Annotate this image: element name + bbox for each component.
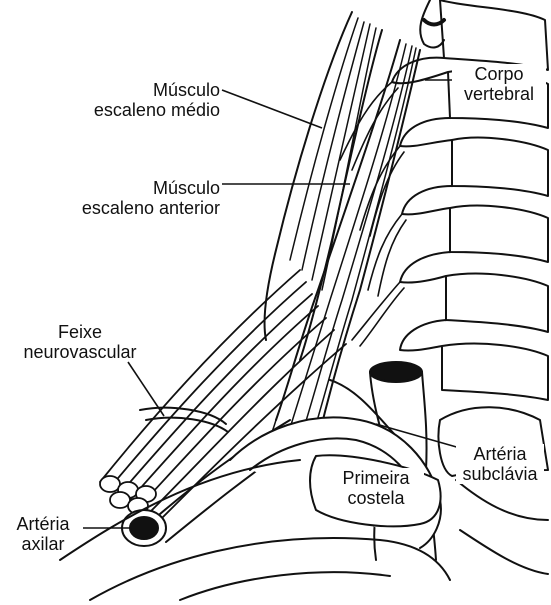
- label-line: axilar: [6, 534, 80, 554]
- label-line: subclávia: [458, 464, 542, 484]
- label-line: Primeira: [330, 468, 422, 488]
- label-primeira-costela: Primeira costela: [328, 468, 424, 508]
- label-arteria-axilar: Artéria axilar: [6, 514, 80, 554]
- label-corpo-vertebral: Corpo vertebral: [452, 64, 546, 104]
- label-line: vertebral: [454, 84, 544, 104]
- label-line: Músculo: [40, 178, 220, 198]
- label-arteria-subclavia: Artéria subclávia: [456, 444, 544, 484]
- label-line: Feixe: [10, 322, 150, 342]
- label-line: escaleno médio: [60, 100, 220, 120]
- label-line: costela: [330, 488, 422, 508]
- leader-feixe-neurovascular: [128, 362, 164, 416]
- anterior-scalene-muscle: [258, 40, 420, 460]
- label-musculo-escaleno-anterior: Músculo escaleno anterior: [40, 178, 220, 218]
- label-line: Artéria: [6, 514, 80, 534]
- label-musculo-escaleno-medio: Músculo escaleno médio: [60, 80, 220, 120]
- label-line: Corpo: [454, 64, 544, 84]
- leader-escaleno-medio: [222, 90, 322, 128]
- label-feixe-neurovascular: Feixe neurovascular: [10, 322, 150, 362]
- label-line: Artéria: [458, 444, 542, 464]
- label-line: escaleno anterior: [40, 198, 220, 218]
- vertebral-column: [392, 0, 548, 400]
- label-line: neurovascular: [10, 342, 150, 362]
- label-line: Músculo: [60, 80, 220, 100]
- middle-scalene-muscle: [264, 12, 382, 360]
